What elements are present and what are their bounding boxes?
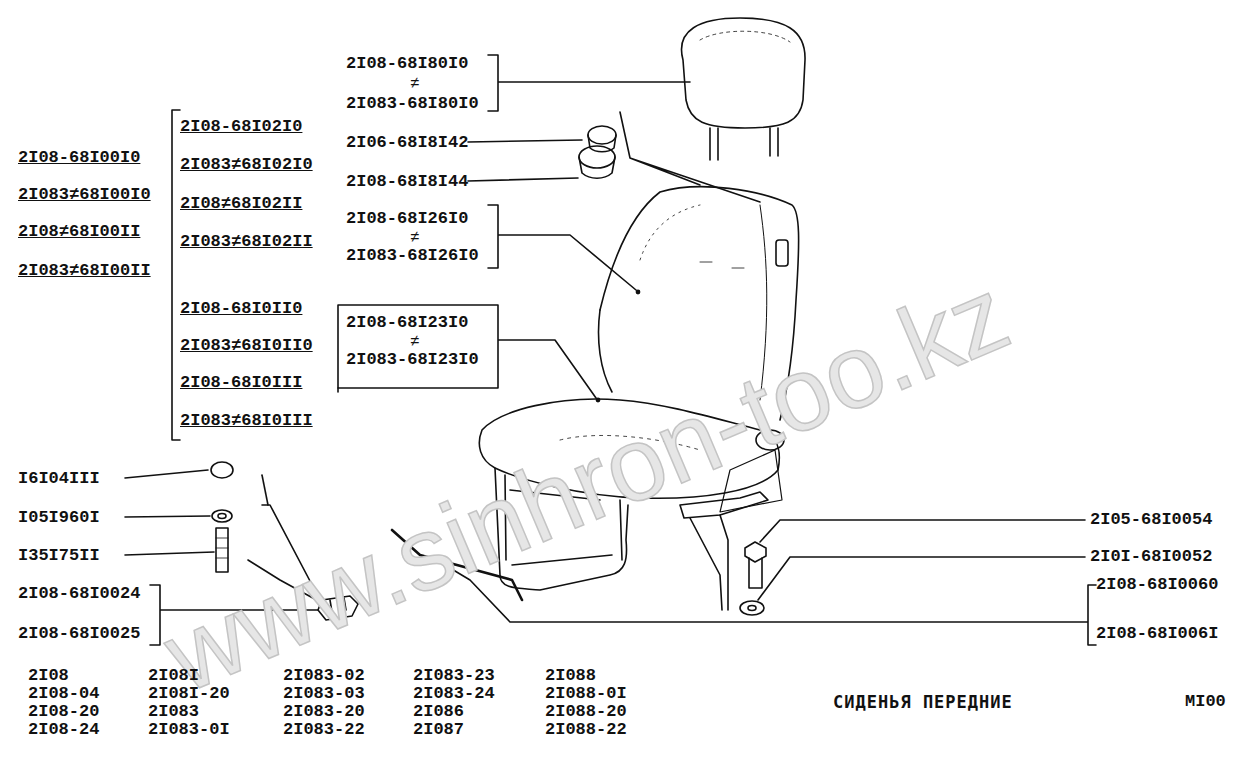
- part-number: I35I75II: [18, 546, 100, 566]
- page-title: СИДЕНЬЯ ПЕРЕДНИЕ: [833, 692, 1013, 712]
- model-code: 2I083-03: [283, 684, 365, 704]
- part-number: 2I0I-68I0052: [1090, 547, 1212, 567]
- part-number: 2I08-68I26I0: [346, 209, 468, 229]
- model-code: 2I08-04: [28, 684, 99, 704]
- model-code: 2I087: [413, 720, 464, 740]
- page-code: MI00: [1185, 692, 1226, 712]
- part-number: 2I06-68I8I42: [346, 133, 468, 153]
- model-code: 2I08: [28, 666, 69, 686]
- part-number: 2I083≠68I00I0: [18, 185, 151, 205]
- model-code: 2I086: [413, 702, 464, 722]
- model-code: 2I088-20: [545, 702, 627, 722]
- part-number: 2I083≠68I0II0: [180, 336, 313, 356]
- part-number: 2I083≠68I00II: [18, 261, 151, 281]
- part-number: 2I083-68I26I0: [346, 246, 479, 266]
- part-number: 2I08-68I8I44: [346, 172, 468, 192]
- part-number: I6I04III: [18, 469, 100, 489]
- part-number: 2I05-68I0054: [1090, 510, 1212, 530]
- model-code: 2I083-20: [283, 702, 365, 722]
- part-number: 2I08≠68I02II: [180, 194, 302, 214]
- model-code: 2I08-24: [28, 720, 99, 740]
- model-code: 2I088-22: [545, 720, 627, 740]
- part-number: 2I08-68I23I0: [346, 313, 468, 333]
- watermark: www.sinhron-too.kz: [150, 258, 1023, 712]
- part-number: 2I08-68I0III: [180, 373, 302, 393]
- part-number: 2I08-68I0II0: [180, 299, 302, 319]
- model-code: 2I08I: [148, 666, 199, 686]
- part-number: 2I08-68I00I0: [18, 148, 140, 168]
- model-code: 2I083-24: [413, 684, 495, 704]
- model-code: 2I083-23: [413, 666, 495, 686]
- part-number: I05I960I: [18, 508, 100, 528]
- part-number: 2I08≠68I00II: [18, 222, 140, 242]
- part-number: 2I08-68I02I0: [180, 117, 302, 137]
- model-code: 2I088-0I: [545, 684, 627, 704]
- not-equal-sign: ≠: [410, 228, 420, 248]
- part-number: 2I08-68I80I0: [346, 54, 468, 74]
- part-number: 2I08-68I0025: [18, 624, 140, 644]
- model-code: 2I083-0I: [148, 720, 230, 740]
- model-code: 2I083-22: [283, 720, 365, 740]
- part-number: 2I083-68I23I0: [346, 350, 479, 370]
- part-number: 2I083≠68I02II: [180, 232, 313, 252]
- not-equal-sign: ≠: [410, 74, 420, 94]
- part-number: 2I083≠68I02I0: [180, 155, 313, 175]
- part-number: 2I08-68I0024: [18, 584, 140, 604]
- part-number: 2I08-68I0060: [1096, 575, 1218, 595]
- model-code: 2I08I-20: [148, 684, 230, 704]
- part-number: 2I083≠68I0III: [180, 411, 313, 431]
- model-code: 2I088: [545, 666, 596, 686]
- model-code: 2I08-20: [28, 702, 99, 722]
- part-number: 2I08-68I006I: [1096, 624, 1218, 644]
- part-number: 2I083-68I80I0: [346, 94, 479, 114]
- not-equal-sign: ≠: [410, 332, 420, 352]
- model-code: 2I083-02: [283, 666, 365, 686]
- model-code: 2I083: [148, 702, 199, 722]
